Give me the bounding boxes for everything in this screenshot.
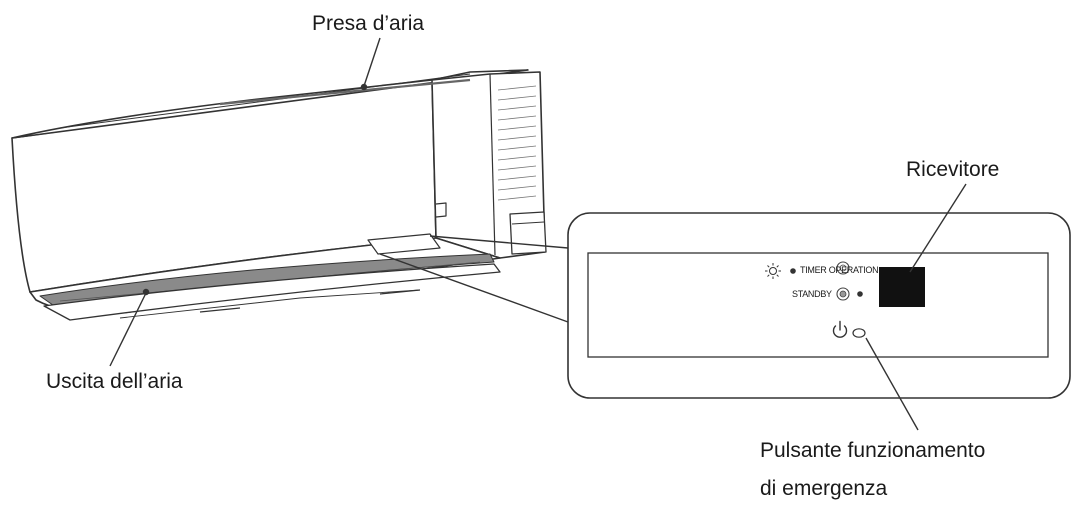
receiver-label: Ricevitore <box>906 158 1000 181</box>
emergency-leader <box>865 337 919 431</box>
side-vents <box>497 85 537 201</box>
timer-operation-label: TIMER OPERATION <box>800 265 879 275</box>
projection-lines <box>379 235 569 323</box>
display-panel <box>587 252 1049 358</box>
air-intake-label: Presa d’aria <box>312 12 425 35</box>
air-intake-leader <box>363 37 381 87</box>
emergency-button-icon[interactable] <box>852 328 866 338</box>
standby-label: STANDBY <box>792 289 832 299</box>
receiver-window <box>879 267 925 307</box>
emergency-label-line1: Pulsante funzionamento <box>760 439 986 462</box>
zoom-panel <box>567 212 1071 399</box>
top-surface <box>11 69 529 139</box>
power-icon <box>832 320 848 338</box>
receiver-leader <box>909 183 967 273</box>
louvre <box>43 263 501 321</box>
leader-lines <box>109 37 967 431</box>
display-window <box>367 233 441 255</box>
timer-led-dot-icon <box>790 268 796 274</box>
air-outlet-label: Uscita dell’aria <box>46 370 183 393</box>
air-outlet-leader <box>109 292 147 367</box>
sun-icon <box>765 263 781 279</box>
emergency-label-line2: di emergenza <box>760 477 888 500</box>
standby-led-dot-icon <box>857 291 863 297</box>
indoor-unit <box>11 69 547 321</box>
pipe-bracket <box>509 211 547 255</box>
operation-lamp-icon <box>836 261 850 275</box>
standby-lamp-icon <box>836 287 850 301</box>
